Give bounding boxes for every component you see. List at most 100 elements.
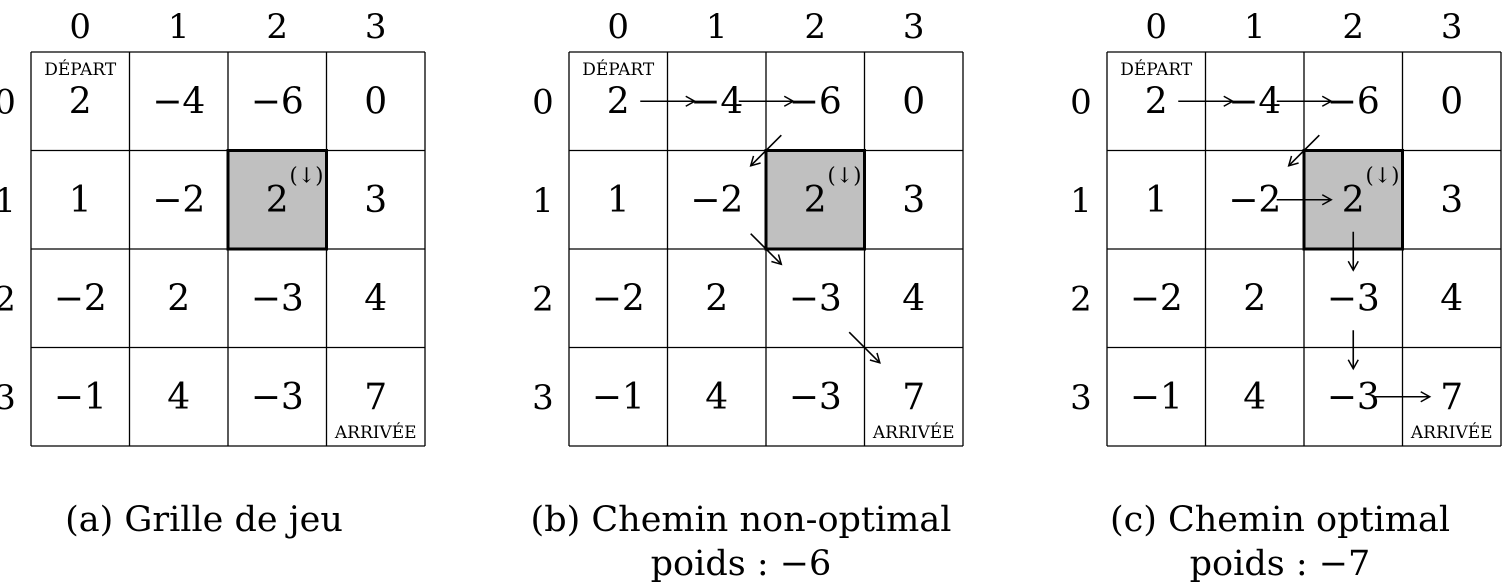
cell-value: 4: [705, 377, 728, 418]
panel-grid-c: 0 1 2 3 0 1 2 3 2 −4 −6 0 1 −2 2 3 −2 2 −3 4 −1 4 −3 7 DÉPART ARR…: [1070, 7, 1502, 447]
cell-value: −4: [690, 81, 743, 122]
column-label: 1: [168, 7, 190, 47]
cell-value: 1: [69, 180, 92, 221]
caption-a: (a) Grille de jeu: [0, 498, 424, 542]
end-label: ARRIVÉE: [1410, 422, 1493, 443]
down-arrow-badge: (↓): [290, 164, 324, 188]
cell-value: −4: [1228, 81, 1281, 122]
row-label: 0: [532, 82, 554, 122]
cell-value: 2: [1342, 180, 1365, 221]
cell-value: 7: [902, 377, 925, 418]
end-label: ARRIVÉE: [872, 422, 955, 443]
start-label: DÉPART: [44, 59, 117, 80]
cell-value: −3: [251, 377, 304, 418]
row-label: 2: [1070, 279, 1092, 319]
cell-value: −3: [789, 377, 842, 418]
column-label: 3: [365, 7, 387, 47]
cell-value: −2: [592, 278, 645, 319]
cell-value: 2: [167, 278, 190, 319]
caption-weight: poids : −6: [650, 544, 832, 584]
caption-title: (a) Grille de jeu: [65, 500, 343, 540]
row-label: 2: [532, 279, 554, 319]
cell-value: −3: [1327, 278, 1380, 319]
down-arrow-badge: (↓): [1366, 164, 1400, 188]
column-label: 0: [69, 7, 91, 47]
cell-value: 7: [364, 377, 387, 418]
cell-value: 3: [364, 180, 387, 221]
column-label: 3: [1441, 7, 1463, 47]
cell-value: −2: [1130, 278, 1183, 319]
column-label: 1: [1244, 7, 1266, 47]
cell-value: −1: [592, 377, 645, 418]
cell-value: 2: [705, 278, 728, 319]
cell-value: −6: [789, 81, 842, 122]
cell-value: −2: [1228, 180, 1281, 221]
start-label: DÉPART: [582, 59, 655, 80]
cell-value: 4: [364, 278, 387, 319]
column-label: 1: [706, 7, 728, 47]
cell-value: −2: [54, 278, 107, 319]
cell-value: 2: [1145, 81, 1168, 122]
column-label: 3: [903, 7, 925, 47]
end-label: ARRIVÉE: [334, 422, 417, 443]
row-label: 2: [0, 279, 16, 319]
path-arrow: [848, 331, 881, 364]
row-label: 0: [0, 82, 16, 122]
cell-value: 2: [607, 81, 630, 122]
caption-title: (c) Chemin optimal: [1109, 500, 1451, 540]
cell-value: 3: [1440, 180, 1463, 221]
cell-value: −3: [789, 278, 842, 319]
column-label: 0: [607, 7, 629, 47]
row-label: 3: [532, 378, 554, 418]
cell-value: 2: [69, 81, 92, 122]
panel-grid-b: 0 1 2 3 0 1 2 3 2 −4 −6 0 1 −2 2 3 −2 2 −3 4 −1 4 −3 7 DÉPART ARR…: [532, 7, 964, 447]
cell-value: 0: [1440, 81, 1463, 122]
caption-weight: poids : −7: [1189, 544, 1371, 584]
cell-value: −3: [251, 278, 304, 319]
down-arrow-badge: (↓): [828, 164, 862, 188]
special-cell-border: [764, 149, 866, 251]
cell-value: 4: [1440, 278, 1463, 319]
path-arrow: [1287, 134, 1320, 167]
cell-value: 3: [902, 180, 925, 221]
special-cell-border: [226, 149, 328, 251]
cell-value: −3: [1327, 377, 1380, 418]
cell-value: 2: [804, 180, 827, 221]
column-label: 2: [266, 7, 288, 47]
cell-value: 7: [1440, 377, 1463, 418]
row-label: 3: [0, 378, 16, 418]
path-arrow: [750, 233, 783, 266]
cell-value: 4: [167, 377, 190, 418]
cell-value: −6: [251, 81, 304, 122]
cell-value: −6: [1327, 81, 1380, 122]
cell-value: 4: [902, 278, 925, 319]
row-label: 1: [532, 181, 554, 221]
cell-value: 0: [902, 81, 925, 122]
cell-value: 4: [1243, 377, 1266, 418]
row-label: 0: [1070, 82, 1092, 122]
cell-value: −4: [152, 81, 205, 122]
cell-value: 1: [607, 180, 630, 221]
special-cell: [764, 149, 866, 251]
row-label: 1: [0, 181, 16, 221]
cell-value: −2: [690, 180, 743, 221]
column-label: 2: [1342, 7, 1364, 47]
panel-grid-a: 0 1 2 3 0 1 2 3 2 −4 −6 0 1 −2 2 3 −2 2 −3 4 −1 4 −3 7 DÉPART ARR…: [0, 7, 426, 447]
cell-value: 1: [1145, 180, 1168, 221]
cell-value: 2: [1243, 278, 1266, 319]
column-label: 0: [1145, 7, 1167, 47]
row-label: 3: [1070, 378, 1092, 418]
cell-value: 0: [364, 81, 387, 122]
caption-title: (b) Chemin non-optimal: [530, 500, 952, 540]
cell-value: −1: [1130, 377, 1183, 418]
row-label: 1: [1070, 181, 1092, 221]
path-arrow: [749, 134, 782, 167]
cell-value: −2: [152, 180, 205, 221]
cell-value: 2: [266, 180, 289, 221]
start-label: DÉPART: [1120, 59, 1193, 80]
cell-value: −1: [54, 377, 107, 418]
column-label: 2: [804, 7, 826, 47]
